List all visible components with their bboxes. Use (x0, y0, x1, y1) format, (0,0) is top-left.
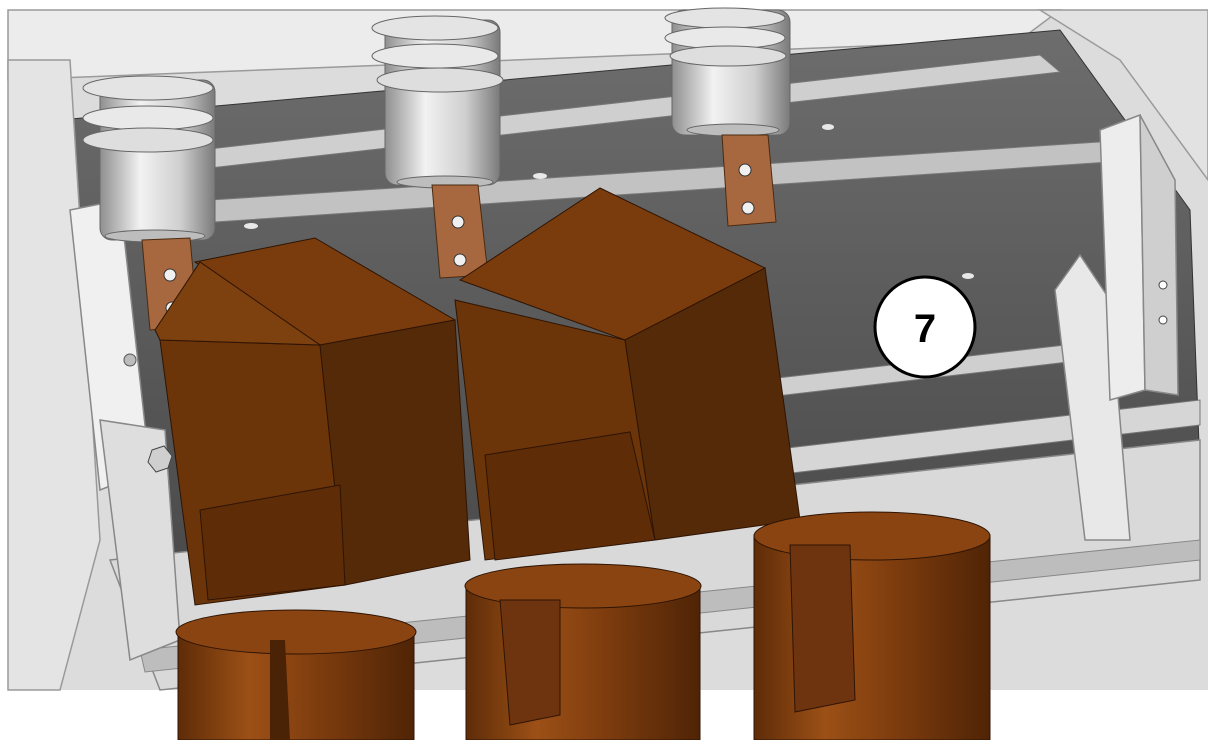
hex-nut (147, 445, 173, 473)
bolt (1158, 315, 1168, 325)
bolt (1158, 280, 1168, 290)
insulator-right (664, 7, 791, 137)
copper-terminal-right (721, 134, 777, 227)
right-bracket-side (1139, 114, 1179, 396)
insulator-middle (371, 15, 504, 189)
current-transformer-middle (454, 187, 801, 561)
callout-label: 7 (914, 307, 936, 351)
current-transformer-left (154, 237, 471, 606)
mounting-hole (533, 173, 547, 179)
cable-bushing-middle (464, 563, 702, 740)
cable-bushing-right (753, 511, 991, 740)
mounting-hole (244, 223, 258, 229)
cable-bushing-left (175, 609, 417, 740)
copper-terminal-middle (431, 184, 489, 279)
callout-circle (873, 275, 977, 379)
bolt (123, 353, 137, 367)
mounting-hole (962, 273, 974, 279)
mounting-hole (822, 124, 834, 130)
insulator-left (82, 75, 216, 243)
top-rail-right (1037, 9, 1208, 182)
callout-marker: 7 (873, 275, 977, 379)
